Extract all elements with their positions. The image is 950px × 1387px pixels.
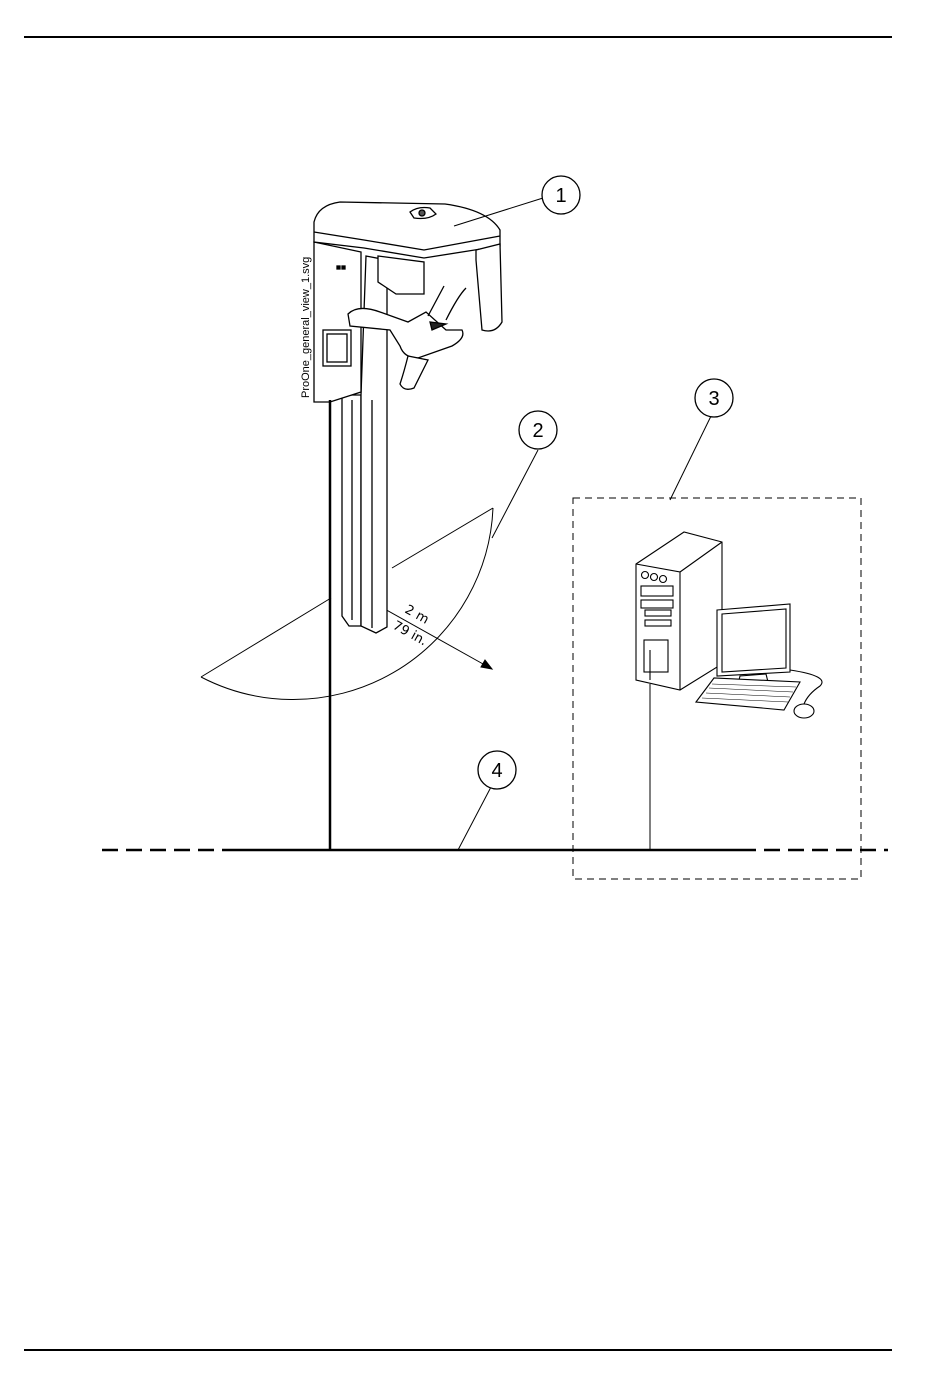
file-label: ProOne_general_view_1.svg: [300, 257, 312, 398]
callout-4: 4: [478, 751, 516, 789]
bottom-rule: [24, 1349, 892, 1351]
callout-3: 3: [695, 379, 733, 417]
callout-1: 1: [542, 176, 580, 214]
xray-unit-illustration: [314, 202, 502, 850]
callout-1-label: 1: [555, 185, 566, 207]
computer-illustration: [636, 532, 822, 850]
callout-2-label: 2: [532, 420, 543, 442]
callout-2: 2: [519, 411, 557, 449]
callout-4-label: 4: [491, 760, 502, 782]
callout-3-label: 3: [708, 388, 719, 410]
